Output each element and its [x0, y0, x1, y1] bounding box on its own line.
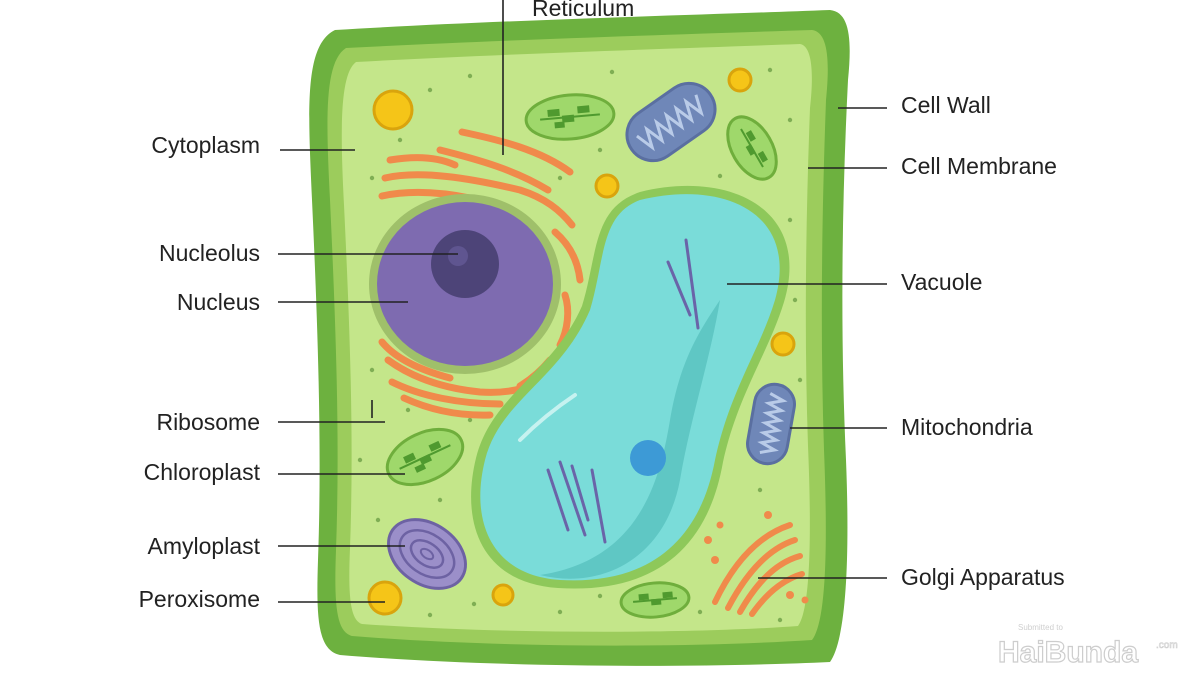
- vacuole: [480, 194, 780, 581]
- label-endoplasmic-reticulum: Reticulum: [532, 0, 634, 21]
- label-vacuole: Vacuole: [901, 269, 982, 295]
- label-golgi-apparatus: Golgi Apparatus: [901, 564, 1065, 590]
- amyloplast: [387, 518, 467, 590]
- watermark-submitted-to: Submitted to: [1018, 623, 1063, 632]
- nucleolus: [431, 230, 499, 298]
- leader-lines: [278, 0, 887, 603]
- watermark-suffix: .com: [1156, 640, 1178, 651]
- label-cell-membrane: Cell Membrane: [901, 153, 1057, 179]
- label-amyloplast: Amyloplast: [148, 533, 261, 559]
- label-chloroplast: Chloroplast: [144, 459, 261, 485]
- chloroplast-top-right: [726, 115, 778, 181]
- endoplasmic-reticulum: [378, 128, 584, 419]
- mitochondrion-top: [625, 81, 717, 163]
- golgi-apparatus: [712, 522, 805, 617]
- chloroplast-top: [524, 93, 616, 141]
- vacuole-crystals: [546, 238, 700, 544]
- label-mitochondria: Mitochondria: [901, 414, 1033, 440]
- vacuole-inclusion: [630, 440, 666, 476]
- peroxisomes: [367, 67, 796, 616]
- label-peroxisome: Peroxisome: [139, 586, 260, 612]
- label-cytoplasm: Cytoplasm: [151, 132, 260, 158]
- watermark-brand: HaiBunda: [998, 636, 1138, 669]
- label-nucleolus: Nucleolus: [159, 240, 260, 266]
- chloroplast-left: [385, 427, 465, 487]
- label-cell-wall: Cell Wall: [901, 92, 991, 118]
- watermark: Submitted to HaiBunda .com: [997, 623, 1178, 670]
- label-nucleus: Nucleus: [177, 289, 260, 315]
- chloroplast-bottom: [619, 581, 691, 619]
- label-ribosome: Ribosome: [156, 409, 260, 435]
